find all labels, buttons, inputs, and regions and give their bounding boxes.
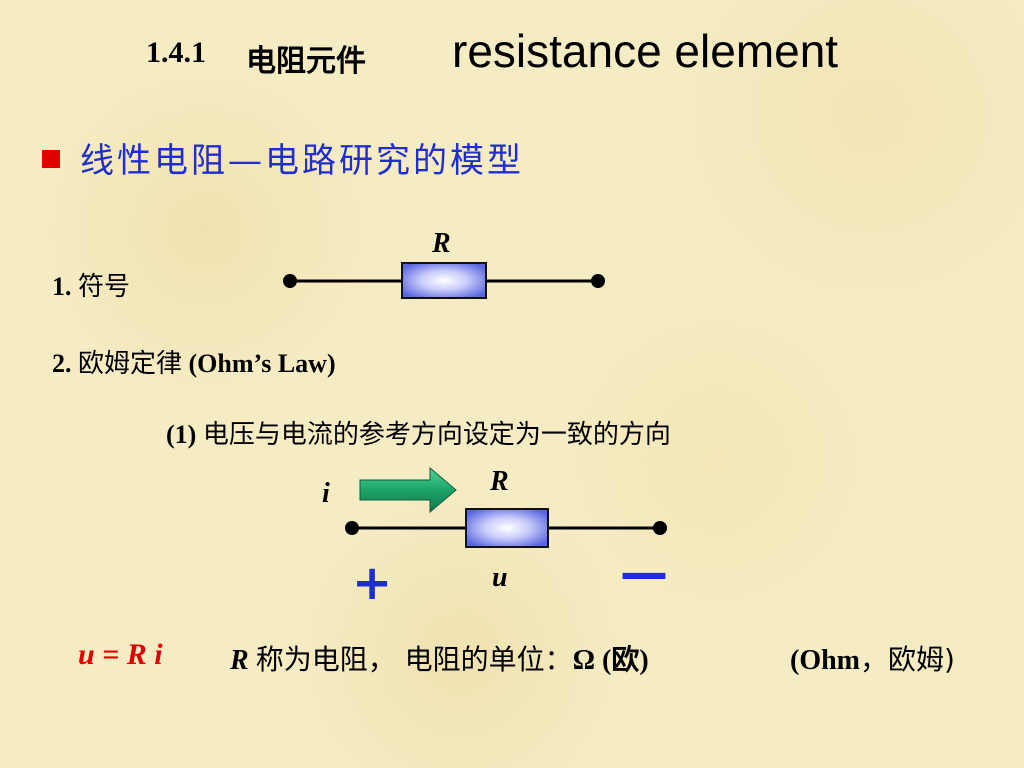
item-symbol: 1. 符号 xyxy=(52,266,130,303)
ohms-law-diagram xyxy=(345,466,667,548)
plus-sign: + xyxy=(352,555,393,611)
item-ohms-law-prefix: 2. xyxy=(52,349,72,378)
title-english: resistance element xyxy=(452,25,839,77)
ohm-unit-name: (Ohm，欧姆) xyxy=(790,638,955,678)
terminal-dot xyxy=(283,274,297,288)
title-number: 1.4.1 xyxy=(146,36,206,69)
item-ohms-law-label: 欧姆定律 xyxy=(78,349,183,379)
resistor-label-r1: R xyxy=(432,228,451,259)
item-direction-text: 电压与电流的参考方向设定为一致的方向 xyxy=(202,420,671,450)
resistor-icon xyxy=(465,508,549,548)
current-label: i xyxy=(322,478,330,509)
ohm-english: (Ohm xyxy=(790,645,860,676)
item-ohms-law-english: (Ohm’s Law) xyxy=(188,349,336,378)
current-direction-arrow-icon xyxy=(359,466,457,514)
title-chinese: 电阻元件 xyxy=(246,44,366,79)
resistor-symbol-diagram xyxy=(283,262,605,299)
item-direction: (1) 电压与电流的参考方向设定为一致的方向 xyxy=(166,414,671,451)
item-ohms-law: 2. 欧姆定律 (Ohm’s Law) xyxy=(52,343,336,380)
resistor-icon xyxy=(401,262,487,299)
terminal-dot xyxy=(653,521,667,535)
resistor-label-r2: R xyxy=(490,466,509,497)
item-direction-prefix: (1) xyxy=(166,420,197,449)
terminal-dot xyxy=(591,274,605,288)
bullet-square-icon xyxy=(42,150,60,168)
ohms-law-equation: u = R i xyxy=(78,638,163,671)
item-symbol-prefix: 1. xyxy=(52,272,72,301)
resistance-description: R 称为电阻， 电阻的单位：Ω (欧) xyxy=(230,638,649,678)
item-symbol-label: 符号 xyxy=(78,272,131,302)
subtitle: 线性电阻—电路研究的模型 xyxy=(80,141,524,181)
resistance-text: 称为电阻， 电阻的单位： xyxy=(255,643,573,676)
omega-name: (欧) xyxy=(602,645,649,676)
omega-symbol: Ω xyxy=(572,645,596,676)
ohm-chinese: ，欧姆) xyxy=(860,643,955,676)
resistance-symbol: R xyxy=(230,645,249,676)
voltage-label: u xyxy=(492,562,508,593)
terminal-dot xyxy=(345,521,359,535)
minus-sign: — xyxy=(620,545,668,601)
